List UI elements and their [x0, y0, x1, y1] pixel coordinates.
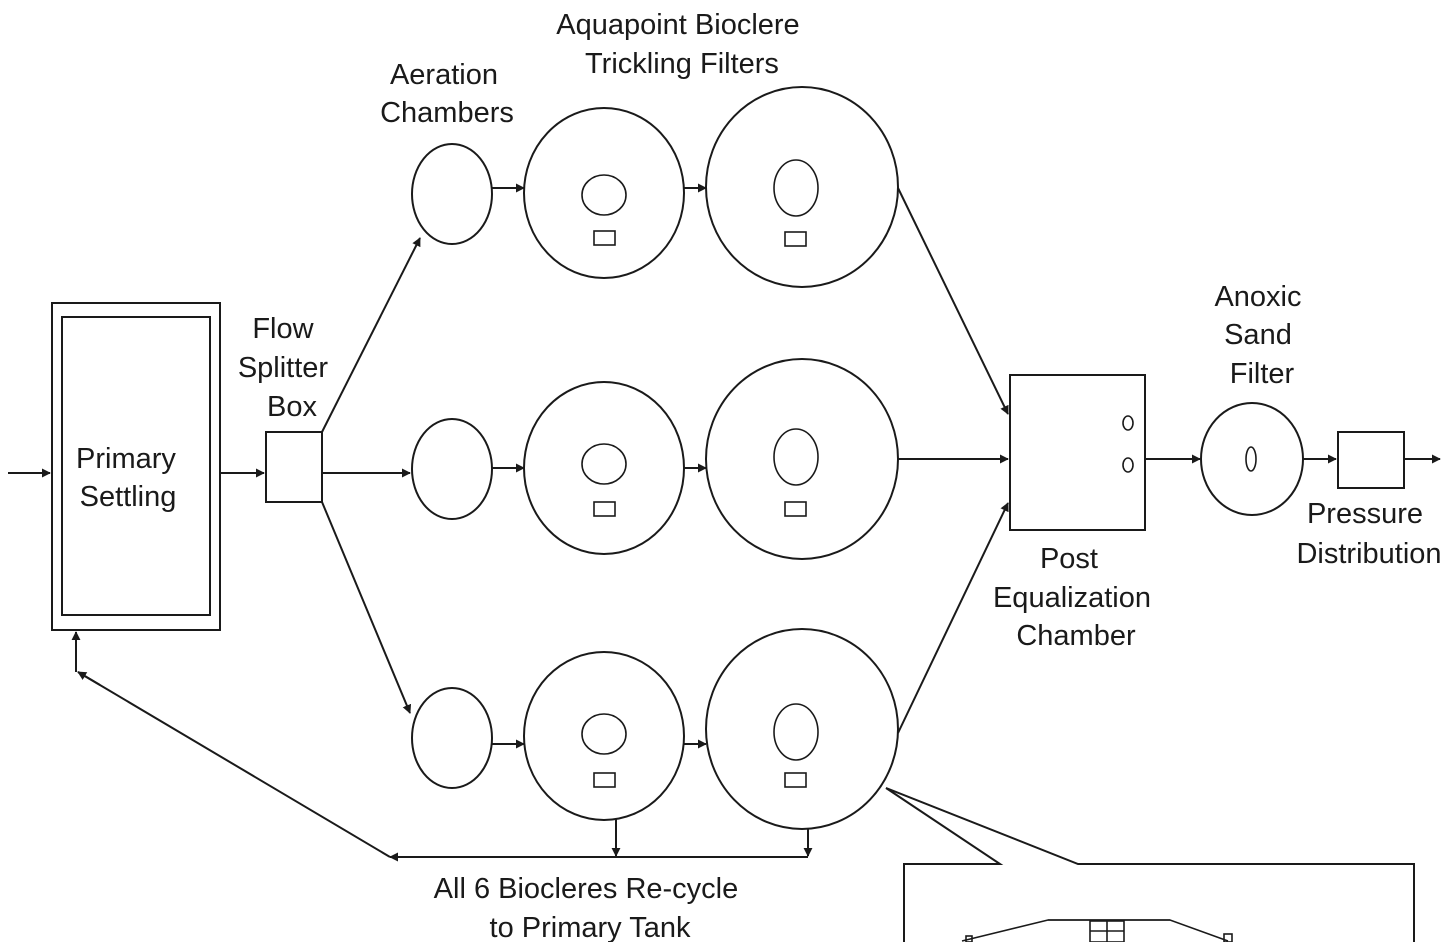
pressure-distribution-label: Pressure Distribution: [1296, 498, 1441, 570]
bioclere-filter-4: [705, 358, 899, 560]
splitter-to-aeration-bottom-arrow: [321, 501, 412, 714]
bioclere-filter-2: [705, 86, 899, 288]
aeration-chamber-middle: [411, 418, 493, 520]
bioclere-detail-callout: [885, 787, 1415, 942]
aeration-chamber-bottom: [411, 687, 493, 789]
aquapoint-bioclere-label: Aquapoint Bioclere Trickling Filters: [556, 9, 808, 80]
bioclere-filter-3: [523, 381, 685, 555]
post-equalization-label: Post Equalization Chamber: [993, 543, 1159, 652]
anoxic-sand-filter: [1200, 402, 1304, 516]
bioclere-6-to-equalization-arrow: [897, 502, 1009, 734]
aeration-chambers-label: Aeration Chambers: [380, 59, 514, 129]
primary-settling-label: Primary Settling: [76, 443, 184, 513]
recycle-return-line: [77, 671, 391, 858]
post-equalization-chamber: [1009, 374, 1146, 531]
recycle-diagonal-arrowhead: [77, 671, 101, 686]
primary-settling-tank: [51, 302, 221, 631]
bioclere-filter-1: [523, 107, 685, 279]
pressure-distribution-box: [1337, 431, 1405, 489]
anoxic-sand-filter-label: Anoxic Sand Filter: [1214, 281, 1309, 390]
splitter-to-aeration-top-arrow: [321, 237, 421, 433]
bioclere-filter-5: [523, 651, 685, 821]
flow-splitter-label: Flow Splitter Box: [238, 313, 336, 423]
aeration-chamber-top: [411, 143, 493, 245]
bioclere-cross-section-sketch: [961, 919, 1233, 942]
bioclere-filter-6: [705, 628, 899, 830]
bioclere-2-to-equalization-arrow: [897, 187, 1009, 415]
recycle-label: All 6 Biocleres Re-cycle to Primary Tank: [434, 873, 747, 942]
flow-splitter-box: [265, 431, 323, 503]
